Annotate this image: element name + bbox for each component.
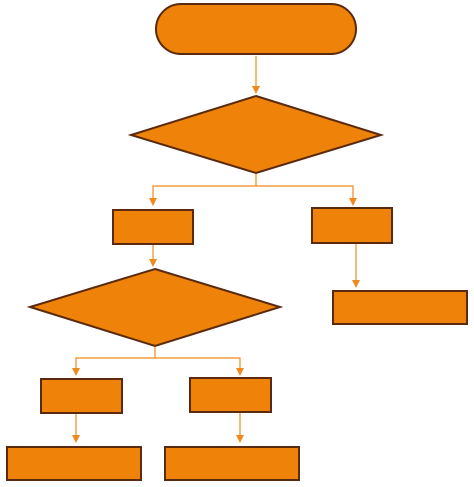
process-left-right-node <box>189 377 272 413</box>
process-left-left-node <box>40 378 123 414</box>
edge-decision-1-to-process-left <box>149 173 257 206</box>
output-left-right-node <box>164 446 300 481</box>
decision-1-node <box>127 94 385 175</box>
process-left-node <box>112 209 194 245</box>
start-terminator-node <box>155 3 357 55</box>
output-left-left-node <box>6 446 142 481</box>
connectors <box>72 56 360 443</box>
decision-2-node <box>26 267 284 348</box>
edge-decision-1-to-process-right <box>256 185 357 206</box>
edge-decision-2-to-process-left-right <box>155 357 244 376</box>
output-right-node <box>332 290 468 325</box>
nodes <box>6 3 468 481</box>
process-right-node <box>311 207 393 244</box>
edge-decision-2-to-process-left-left <box>72 346 156 376</box>
